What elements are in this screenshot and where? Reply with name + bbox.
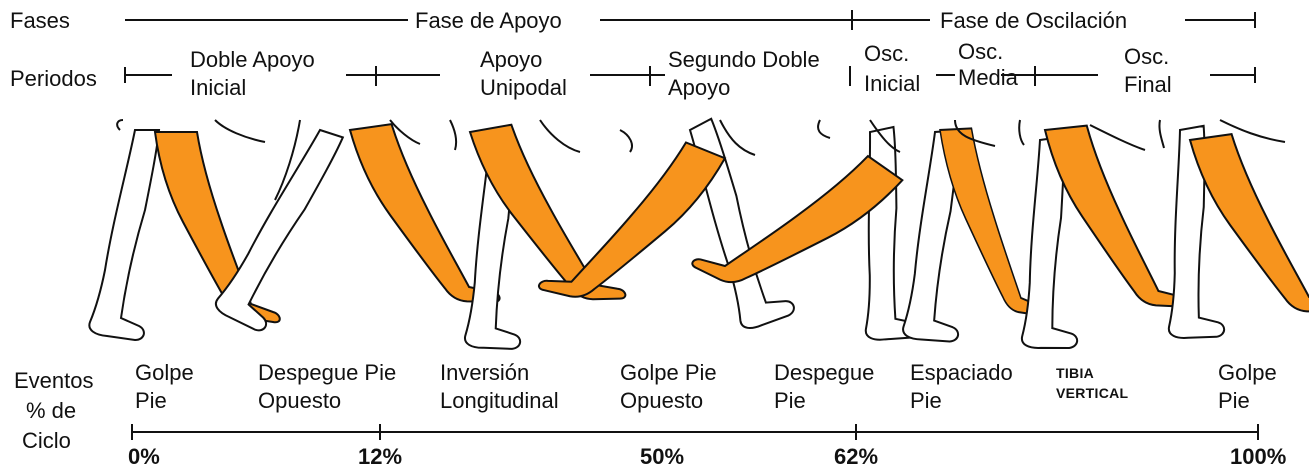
event-line2: Pie (910, 388, 942, 413)
pct-100: 100% (1230, 444, 1286, 470)
leg-figure-7 (995, 117, 1189, 354)
pct-12: 12% (358, 444, 402, 470)
event-line1: TIBIA (1056, 364, 1094, 383)
event-line2: Opuesto (258, 388, 341, 413)
leg-figure-8 (1135, 120, 1309, 345)
event-line2: Opuesto (620, 388, 703, 413)
event-line2: Pie (1218, 388, 1250, 413)
leg-figure-4 (538, 111, 810, 336)
event-line1: Inversión (440, 360, 529, 385)
pct-50: 50% (640, 444, 684, 470)
event-line1: Despegue (774, 360, 874, 385)
event-line1: Despegue Pie (258, 360, 396, 385)
pct-62: 62% (834, 444, 878, 470)
event-line2: Pie (135, 388, 167, 413)
event-line1: Golpe Pie (620, 360, 717, 385)
event-line1: Golpe (135, 360, 194, 385)
event-line2: Pie (774, 388, 806, 413)
event-line2: Longitudinal (440, 388, 559, 413)
event-line1: Golpe (1218, 360, 1277, 385)
leg-figure-3 (445, 110, 626, 353)
leg-figure-6 (889, 120, 1043, 345)
event-line1: Espaciado (910, 360, 1013, 385)
pct-0: 0% (128, 444, 160, 470)
event-line2: VERTICAL (1056, 384, 1128, 403)
